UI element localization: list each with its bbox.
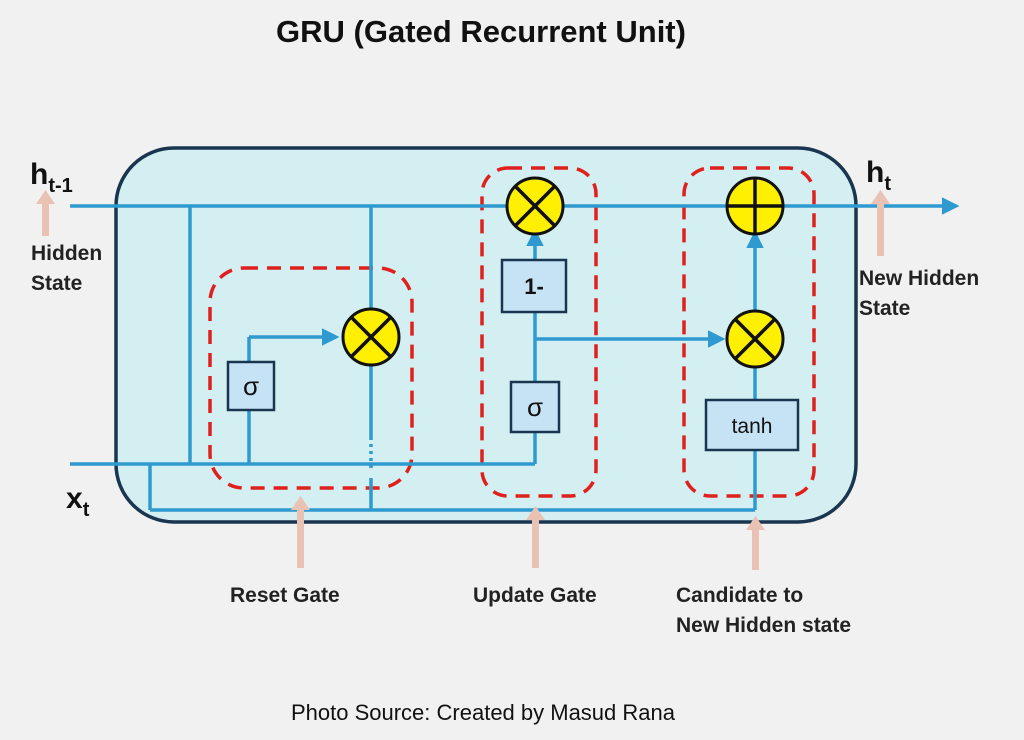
hidden-state-label-1: Hidden bbox=[31, 242, 102, 265]
pointer-arrows bbox=[36, 190, 890, 570]
hidden-state-label-2: State bbox=[31, 272, 82, 295]
x-input-label: xt bbox=[66, 482, 90, 521]
new-hidden-state-label-1: New Hidden bbox=[859, 267, 979, 290]
wires bbox=[70, 197, 960, 512]
reset-gate-outline bbox=[208, 266, 414, 490]
tanh-box bbox=[704, 398, 800, 452]
page-title: GRU (Gated Recurrent Unit) bbox=[276, 14, 686, 49]
tanh-label: tanh bbox=[732, 415, 773, 438]
candidate-multiply-icon bbox=[725, 309, 785, 369]
one-minus-box bbox=[500, 258, 568, 314]
update-sigma-box bbox=[509, 380, 561, 434]
update-gate-label: Update Gate bbox=[473, 584, 597, 607]
one-minus-label: 1- bbox=[524, 274, 544, 299]
h-prev-label: ht-1 bbox=[30, 158, 73, 197]
reset-sigma-box bbox=[226, 360, 276, 412]
h-new-label: ht bbox=[866, 156, 891, 195]
update-gate-outline bbox=[480, 166, 598, 498]
candidate-label-2: New Hidden state bbox=[676, 614, 851, 637]
reset-gate-label: Reset Gate bbox=[230, 584, 340, 607]
candidate-gate-outline bbox=[682, 166, 816, 498]
photo-source-caption: Photo Source: Created by Masud Rana bbox=[291, 700, 676, 725]
new-hidden-state-label-2: State bbox=[859, 297, 910, 320]
reset-multiply-icon bbox=[341, 307, 401, 367]
update-multiply-icon bbox=[505, 176, 565, 236]
update-sigma-label: σ bbox=[527, 392, 543, 422]
add-icon bbox=[725, 176, 785, 236]
reset-sigma-label: σ bbox=[243, 371, 259, 401]
candidate-label-1: Candidate to bbox=[676, 584, 803, 607]
gru-cell bbox=[114, 146, 858, 524]
